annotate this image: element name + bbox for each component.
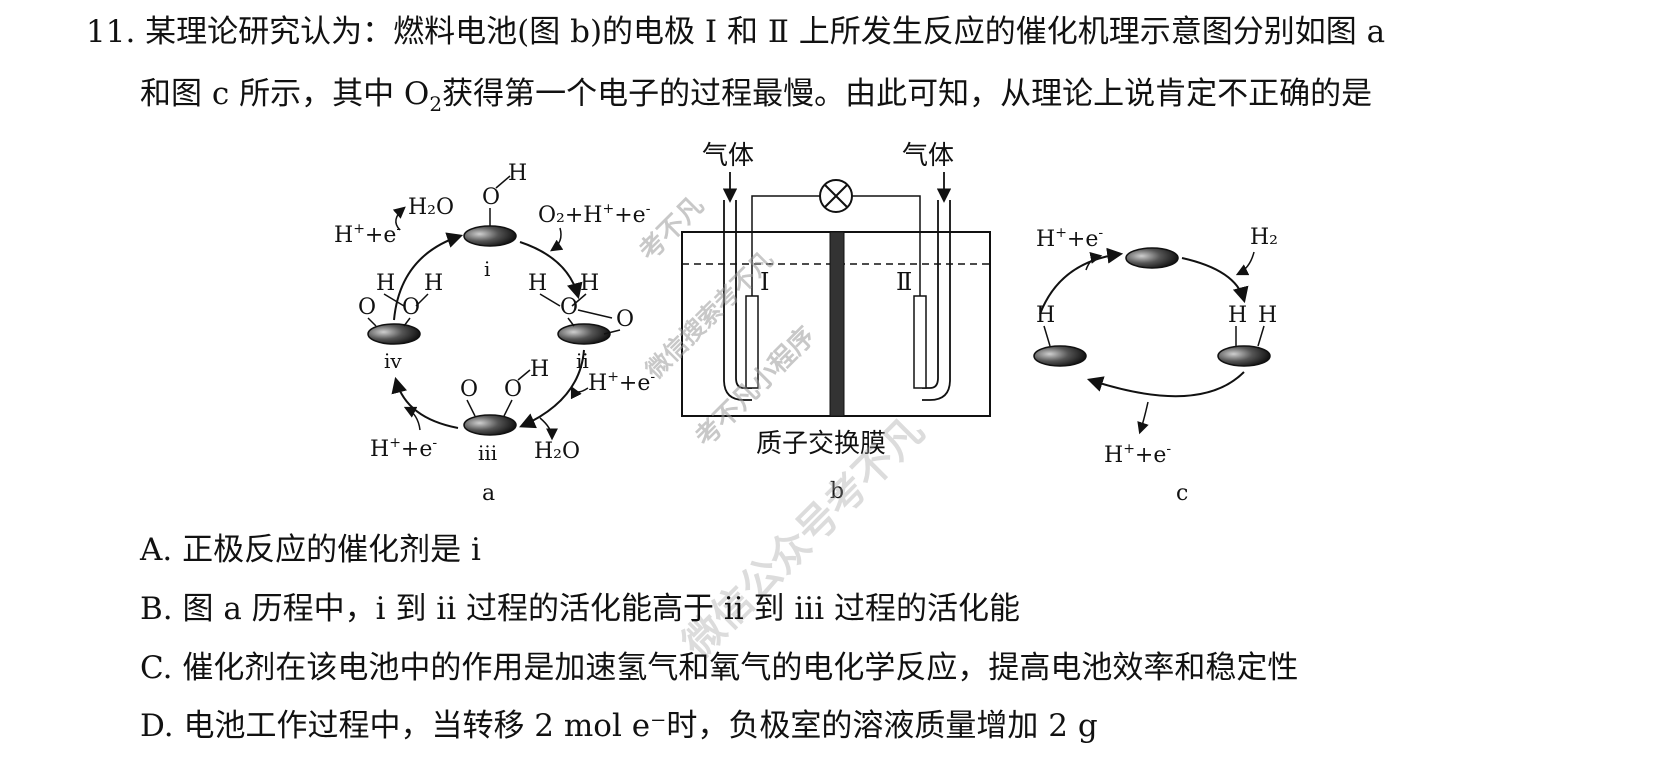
arrow-ii-iii (519, 349, 585, 429)
caption-b: b (830, 479, 844, 504)
arrow-c-2 (1086, 371, 1245, 398)
proton-exchange-membrane (829, 231, 845, 417)
atom-o: O (358, 295, 376, 320)
caption-a: a (482, 481, 495, 506)
option-a[interactable]: A. 正极反应的催化剂是 i (140, 532, 481, 568)
catalyst-i (463, 225, 517, 247)
stem-text-a: 和图 c 所示，其中 O (140, 76, 430, 112)
catalyst-ii (557, 323, 611, 345)
reagent-bottom-left: H++e- (370, 435, 437, 462)
atom-h: H (1258, 303, 1277, 328)
stem-text-b: 获得第一个电子的过程最慢。由此可知，从理论上说肯定不正确的是 (442, 76, 1373, 112)
membrane-label: 质子交换膜 (756, 429, 886, 459)
electrode-2-label: Ⅱ (896, 268, 912, 296)
atom-o: O (402, 295, 420, 320)
option-c[interactable]: C. 催化剂在该电池中的作用是加速氢气和氧气的电化学反应，提高电池效率和稳定性 (140, 650, 1299, 686)
reagent-top-left: H++e- (334, 221, 401, 248)
arrow-i-ii (519, 241, 583, 300)
product-bottom: H₂O (534, 439, 580, 464)
atom-h: H (376, 271, 395, 296)
figure-b: 气体 气体 Ⅰ Ⅱ 质子交换膜 b (681, 141, 991, 504)
figure-c: H H H H++e- H₂ H++e- c (1033, 225, 1278, 506)
electrode-2 (913, 295, 927, 389)
catalyst-iv (367, 323, 421, 345)
catalyst-c-left (1033, 345, 1087, 367)
catalyst-iii (463, 414, 517, 436)
arrow-iii-iv (391, 376, 459, 429)
atom-h: H (580, 271, 599, 296)
label-iv: iv (384, 349, 402, 373)
option-d[interactable]: D. 电池工作过程中，当转移 2 mol e⁻时，负极室的溶液质量增加 2 g (140, 708, 1098, 744)
atom-h: H (528, 271, 547, 296)
catalyst-c-top (1125, 247, 1179, 269)
atom-h: H (424, 271, 443, 296)
atom-h: H (508, 161, 527, 186)
stem-subscript: 2 (429, 92, 443, 117)
reagent-right: H++e- (588, 369, 655, 396)
atom-h: H (1228, 303, 1247, 328)
reagent-c-bottom: H++e- (1104, 441, 1171, 468)
atom-o: O (482, 185, 500, 210)
figure-a: O H i H H O O ii O O H iii H H O O iv (334, 161, 655, 506)
gas-left-label: 气体 (702, 141, 754, 171)
catalyst-c-right (1217, 345, 1271, 367)
electrode-1-label: Ⅰ (760, 268, 769, 296)
label-iii: iii (478, 441, 497, 465)
atom-o: O (616, 307, 634, 332)
question-stem-line-2: 和图 c 所示，其中 O2获得第一个电子的过程最慢。由此可知，从理论上说肯定不正… (140, 74, 1372, 124)
option-b[interactable]: B. 图 a 历程中，i 到 ii 过程的活化能高于 ii 到 iii 过程的活… (140, 591, 1020, 627)
atom-o: O (460, 377, 478, 402)
product-top-left: H₂O (408, 195, 454, 220)
label-i: i (484, 257, 490, 281)
reagent-top-right: O₂+H++e- (538, 201, 651, 228)
arrow-c-1 (1181, 257, 1249, 304)
atom-h: H (1036, 303, 1055, 328)
reagent-c-top-left: H++e- (1036, 225, 1103, 252)
caption-c: c (1176, 481, 1188, 506)
arrow-iv-i (393, 232, 464, 321)
gas-right-label: 气体 (902, 141, 954, 171)
atom-h: H (530, 357, 549, 382)
question-stem-line-1: 11. 某理论研究认为：燃料电池(图 b)的电极 Ⅰ 和 Ⅱ 上所发生反应的催化… (86, 14, 1386, 50)
atom-o: O (504, 377, 522, 402)
atom-o: O (560, 295, 578, 320)
arrow-c-3 (1039, 247, 1124, 315)
reagent-c-h2: H₂ (1250, 225, 1278, 250)
